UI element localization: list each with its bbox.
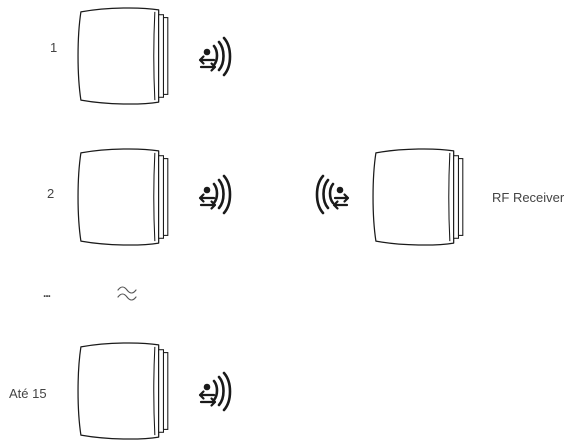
wavy-break-icon [118,287,136,300]
thermostat-device-1-icon [78,8,168,104]
receiver-device-icon [373,149,463,245]
thermostat-device-15-icon [78,343,168,439]
rf-transmit-icon-2 [200,176,230,213]
rf-transmit-icon-1 [200,38,230,75]
rf-receive-icon [317,176,348,213]
rf-transmit-icon-15 [200,373,230,410]
thermostat-device-2-icon [78,149,168,245]
